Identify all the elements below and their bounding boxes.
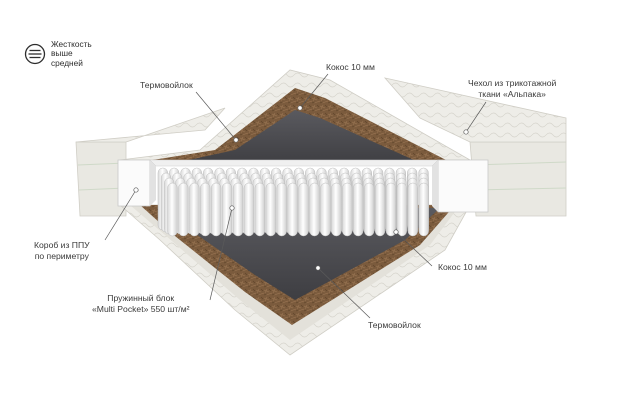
callout-coconut-bottom-text: Кокос 10 мм <box>438 262 487 272</box>
foam-box-right <box>432 159 489 213</box>
firmness-badge: Жесткость выше средней <box>24 39 92 68</box>
spring-pocket <box>178 182 189 237</box>
spring-pocket <box>243 182 255 237</box>
callout-coconut-top-text: Кокос 10 мм <box>326 62 375 72</box>
callout-box: Короб из ППУ по периметру <box>34 240 90 261</box>
firmness-icon <box>24 43 46 65</box>
callout-cover: Чехол из трикотажной ткани «Альпака» <box>468 78 556 99</box>
callout-felt-top: Термовойлок <box>140 80 193 91</box>
spring-pocket <box>276 182 287 237</box>
callout-felt-bottom-text: Термовойлок <box>368 320 421 330</box>
callout-cover-line-2: ткани «Альпака» <box>478 88 546 99</box>
mattress-top-left <box>75 107 226 143</box>
spring-pocket <box>200 182 211 237</box>
callout-box-line-1: Короб из ППУ <box>34 240 90 250</box>
callout-felt-top-text: Термовойлок <box>140 80 193 90</box>
foam-box-back <box>149 159 439 167</box>
callout-spring-block-line-2: «Multi Pocket» 550 шт/м² <box>92 303 190 314</box>
spring-pocket <box>287 182 298 237</box>
callout-cover-line-1: Чехол из трикотажной <box>468 78 557 88</box>
spring-pocket <box>211 182 222 237</box>
foam-box-left <box>117 159 156 207</box>
firmness-line-3: средней <box>51 57 83 68</box>
spring-pocket <box>418 182 429 237</box>
spring-pocket <box>385 182 397 237</box>
spring-pocket <box>396 182 407 237</box>
spring-block <box>157 167 429 237</box>
spring-pocket <box>353 182 364 237</box>
spring-pocket <box>320 182 331 237</box>
firmness-line-1: Жесткость <box>51 39 92 49</box>
spring-pocket <box>254 182 265 237</box>
spring-pocket <box>167 182 178 237</box>
firmness-line-2: выше <box>51 48 73 59</box>
callout-coconut-top: Кокос 10 мм <box>326 62 375 73</box>
callout-spring-block-line-1: Пружинный блок <box>107 293 175 303</box>
callout-box-line-2: по периметру <box>34 250 89 261</box>
callout-coconut-bottom: Кокос 10 мм <box>438 262 487 273</box>
felt-top-layer <box>165 110 425 165</box>
spring-pocket <box>331 182 342 237</box>
spring-pocket <box>374 182 386 237</box>
spring-pocket <box>407 182 418 237</box>
spring-pocket <box>298 182 309 237</box>
callout-spring-block: Пружинный блок «Multi Pocket» 550 шт/м² <box>92 293 189 314</box>
spring-pocket <box>189 182 200 237</box>
spring-pocket <box>221 182 233 237</box>
callout-felt-bottom: Термовойлок <box>368 320 421 331</box>
spring-pocket <box>342 182 353 237</box>
spring-pocket <box>232 182 244 237</box>
spring-pocket <box>309 182 320 237</box>
spring-pocket <box>265 182 276 237</box>
spring-pocket <box>364 182 375 237</box>
firmness-label: Жесткость выше средней <box>51 39 92 68</box>
